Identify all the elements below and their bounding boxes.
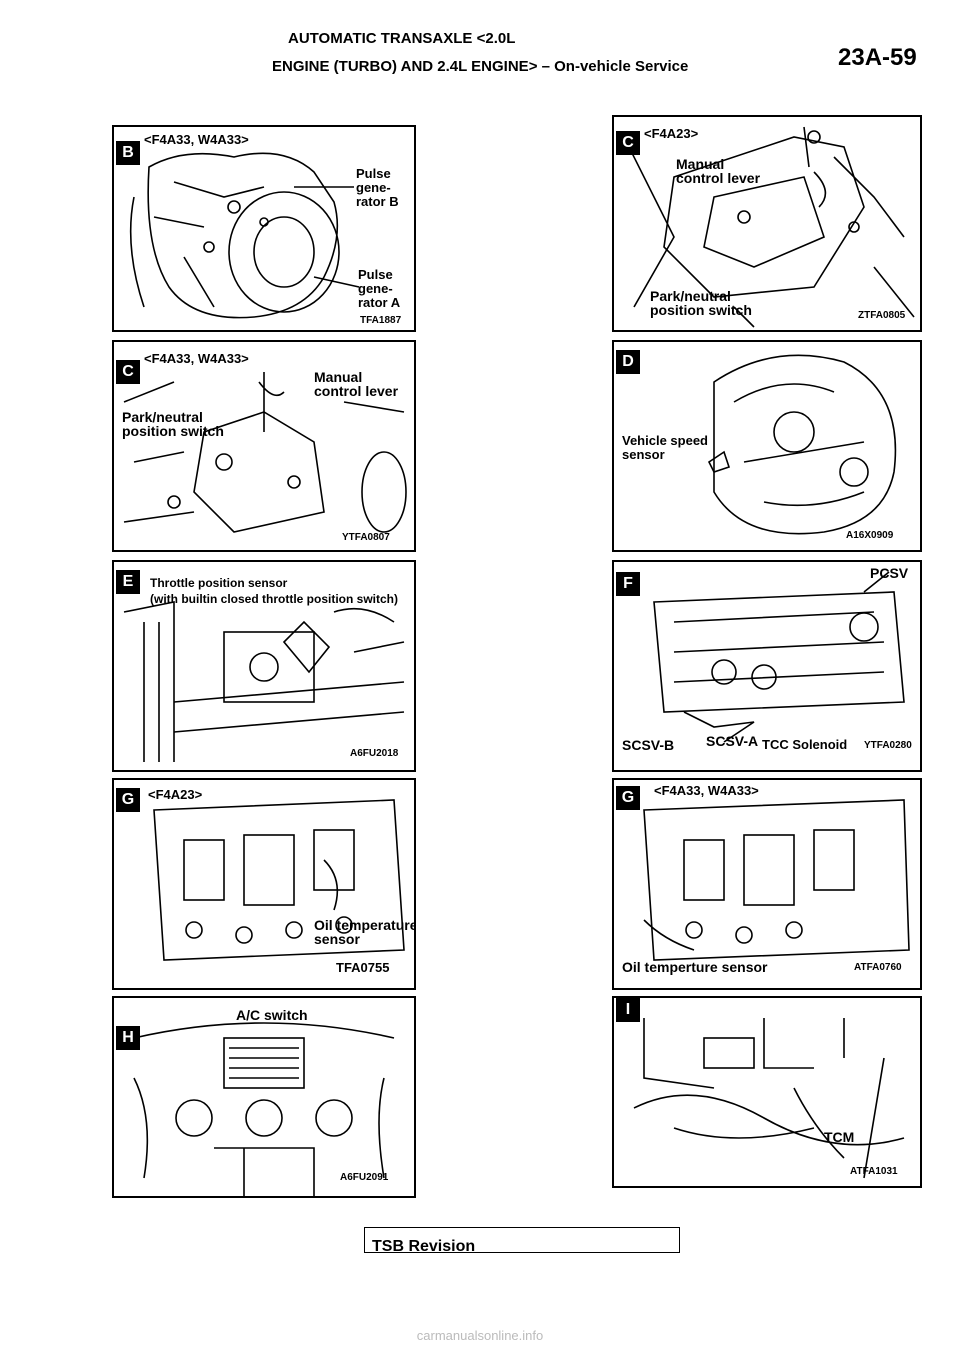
pulse-generator-illustration (129, 152, 360, 319)
panel-letter-g-right: G (616, 786, 640, 810)
header-title: AUTOMATIC TRANSAXLE <2.0L (288, 30, 516, 47)
tsb-revision-box (364, 1227, 680, 1253)
panel-h-ac-switch: H A/C switch A6FU2091 (112, 996, 416, 1198)
transaxle-illustration (707, 354, 897, 535)
figure-code-c-right: ZTFA0805 (858, 310, 906, 321)
figure-code-d: A16X0909 (846, 530, 894, 541)
tcm-label: TCM (824, 1129, 855, 1145)
manual-control-lever-label-left: Manual control lever (314, 369, 399, 399)
pcsv-label: PCSV (870, 565, 909, 581)
header-subtitle: ENGINE (TURBO) AND 2.4L ENGINE> – On-veh… (272, 58, 689, 75)
panel-f-solenoids: F PCSV SCSV-B SCSV-A TCC Solenoid YTFA02… (612, 560, 922, 772)
panel-letter-b: B (116, 141, 140, 165)
model-label-b: <F4A33, W4A33> (144, 132, 249, 147)
panel-g-oil-temp-f4a23: G <F4A23> Oil temperature sensor TFA0755 (112, 778, 416, 990)
park-neutral-switch-label-left: Park/neutral position switch (122, 409, 224, 439)
figure-code-i: ATFA1031 (850, 1166, 898, 1177)
figure-code-b: TFA1887 (360, 315, 402, 326)
figure-code-c-left: YTFA0807 (342, 532, 390, 543)
panel-letter-d: D (616, 350, 640, 374)
pulse-generator-a-label: Pulse gene- rator A (358, 267, 401, 310)
manual-lever-illustration-f4a33 (123, 372, 407, 533)
model-label-c-right: <F4A23> (644, 126, 699, 141)
panel-i-tcm: I TCM ATFA1031 (612, 996, 922, 1188)
panel-b-pulse-generators: B <F4A33, W4A33> Pulse gene- rator B Pul… (112, 125, 416, 332)
figure-code-e: A6FU2018 (350, 748, 399, 759)
model-label-c-left: <F4A33, W4A33> (144, 351, 249, 366)
tcc-solenoid-label: TCC Solenoid (762, 737, 848, 752)
throttle-body-illustration (123, 601, 405, 762)
page-number: 23A-59 (838, 44, 917, 71)
valve-body-illustration-g-right (643, 799, 910, 961)
valve-body-illustration (653, 571, 905, 743)
panel-e-throttle-position-sensor: E Throttle position sensor (with builtin… (112, 560, 416, 772)
tsb-revision-label: TSB Revision (372, 1238, 476, 1255)
tcm-illustration (633, 1018, 905, 1179)
oil-temperature-sensor-label-left: Oil temperature sensor (314, 917, 416, 947)
panel-letter-c-left: C (116, 360, 140, 384)
panel-c-f4a23: C <F4A23> Manual control lever Park/neut… (612, 115, 922, 332)
panel-d-vehicle-speed-sensor: D Vehicle speed sensor A16X0909 (612, 340, 922, 552)
figure-code-f: YTFA0280 (864, 740, 912, 751)
park-neutral-switch-label-right: Park/neutral position switch (650, 288, 752, 318)
valve-body-illustration-g-left (153, 799, 405, 961)
figure-code-h: A6FU2091 (340, 1172, 389, 1183)
manual-lever-illustration-f4a23 (623, 126, 915, 328)
manual-control-lever-label-right: Manual control lever (676, 156, 761, 186)
model-label-g-left: <F4A23> (148, 787, 203, 802)
watermark: carmanualsonline.info (416, 1328, 544, 1343)
scsv-a-label: SCSV-A (706, 733, 759, 749)
panel-letter-f: F (616, 572, 640, 596)
panel-letter-g-left: G (116, 788, 140, 812)
figure-code-g-right: ATFA0760 (854, 962, 902, 973)
vehicle-speed-sensor-label: Vehicle speed sensor (622, 433, 708, 462)
panel-letter-i: I (616, 998, 640, 1022)
figure-code-g-left: TFA0755 (336, 960, 390, 975)
ac-switch-label: A/C switch (236, 1007, 308, 1023)
panel-c-f4a33: C <F4A33, W4A33> Manual control lever Pa… (112, 340, 416, 552)
model-label-g-right: <F4A33, W4A33> (654, 783, 759, 798)
throttle-sensor-subtitle: (with builtin closed throttle position s… (150, 592, 398, 606)
panel-letter-h: H (116, 1026, 140, 1050)
panel-g-oil-temp-f4a33: G <F4A33, W4A33> Oil temperture sensor A… (612, 778, 922, 990)
throttle-sensor-title: Throttle position sensor (150, 576, 288, 590)
panel-letter-e: E (116, 570, 140, 594)
dashboard-illustration (133, 1022, 395, 1196)
scsv-b-label: SCSV-B (622, 737, 675, 753)
panel-letter-c-right: C (616, 131, 640, 155)
pulse-generator-b-label: Pulse gene- rator B (356, 166, 399, 209)
oil-temperature-sensor-label-right: Oil temperture sensor (622, 959, 768, 975)
